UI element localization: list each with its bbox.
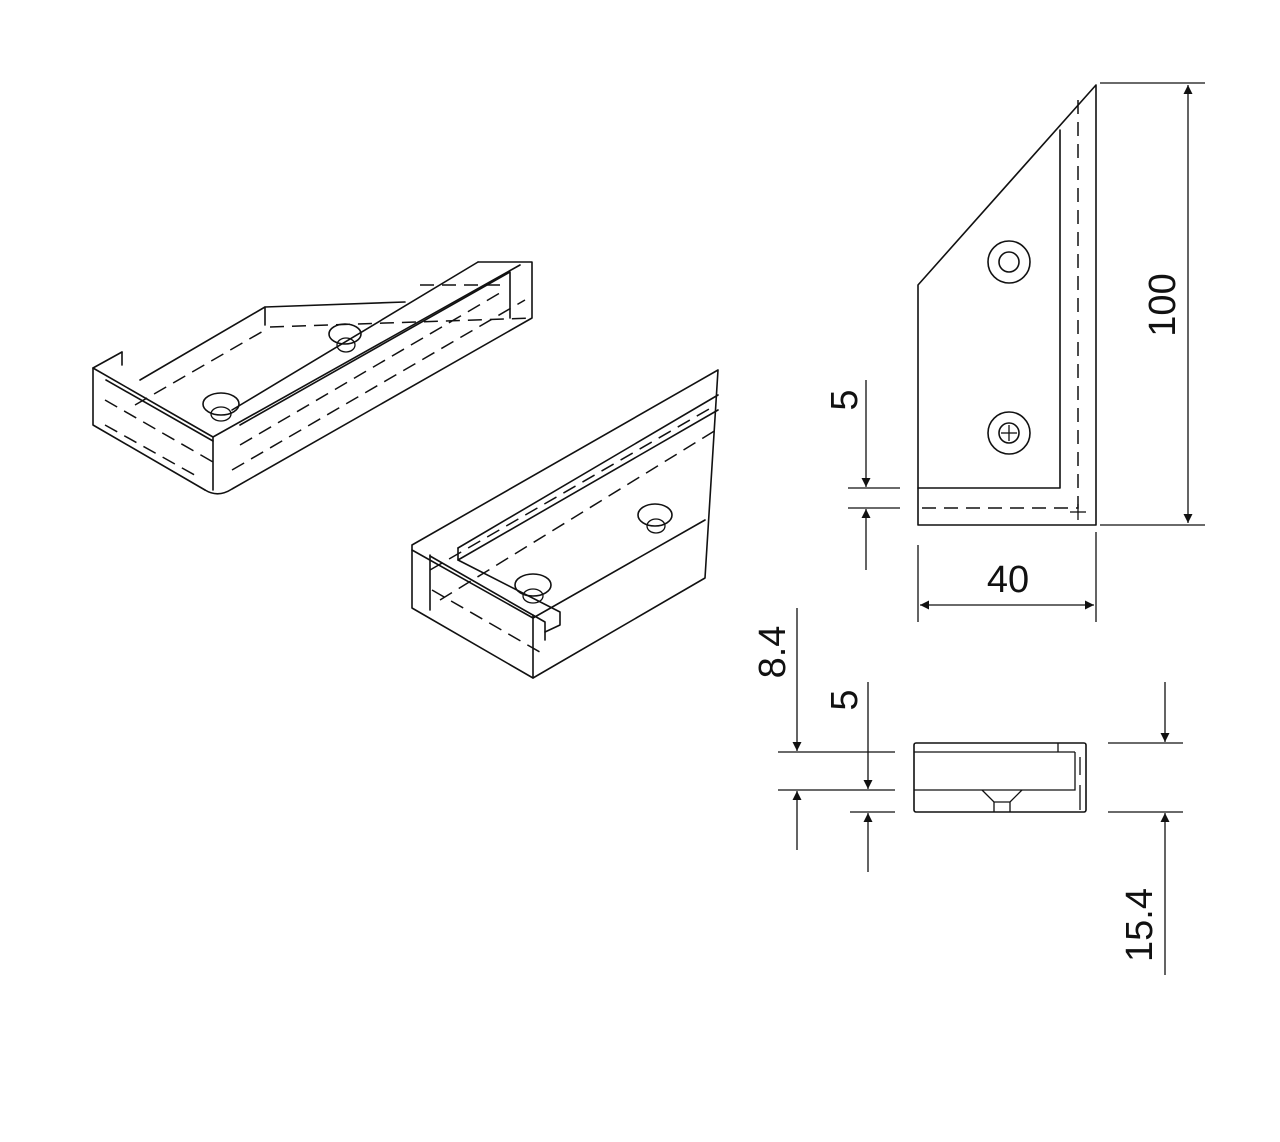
hole-icon	[514, 573, 552, 597]
dimension-thickness-15-4: 15.4	[1108, 682, 1183, 975]
dimension-offset-8-4: 8.4	[752, 608, 895, 850]
screw-cross-icon	[987, 411, 1031, 455]
dimension-slot-5-side: 5	[824, 682, 895, 872]
isometric-view-right	[411, 369, 719, 679]
countersunk-hole-icon	[987, 240, 1031, 284]
hole-icon	[202, 392, 240, 416]
isometric-view-left	[92, 261, 533, 495]
dimension-label: 40	[987, 559, 1029, 601]
dimension-label: 5	[824, 689, 866, 710]
dimension-width-40: 40	[917, 532, 1097, 622]
dimension-label: 5	[824, 389, 866, 410]
front-view	[917, 84, 1097, 526]
dimension-slot-5-front: 5	[824, 380, 900, 570]
hole-icon	[637, 503, 673, 527]
dimension-label: 15.4	[1119, 888, 1161, 962]
hole-icon	[328, 323, 362, 345]
dimension-label: 100	[1142, 273, 1184, 336]
side-view	[913, 742, 1087, 813]
dimension-label: 8.4	[752, 626, 794, 679]
dimension-height-100: 100	[1100, 82, 1205, 526]
